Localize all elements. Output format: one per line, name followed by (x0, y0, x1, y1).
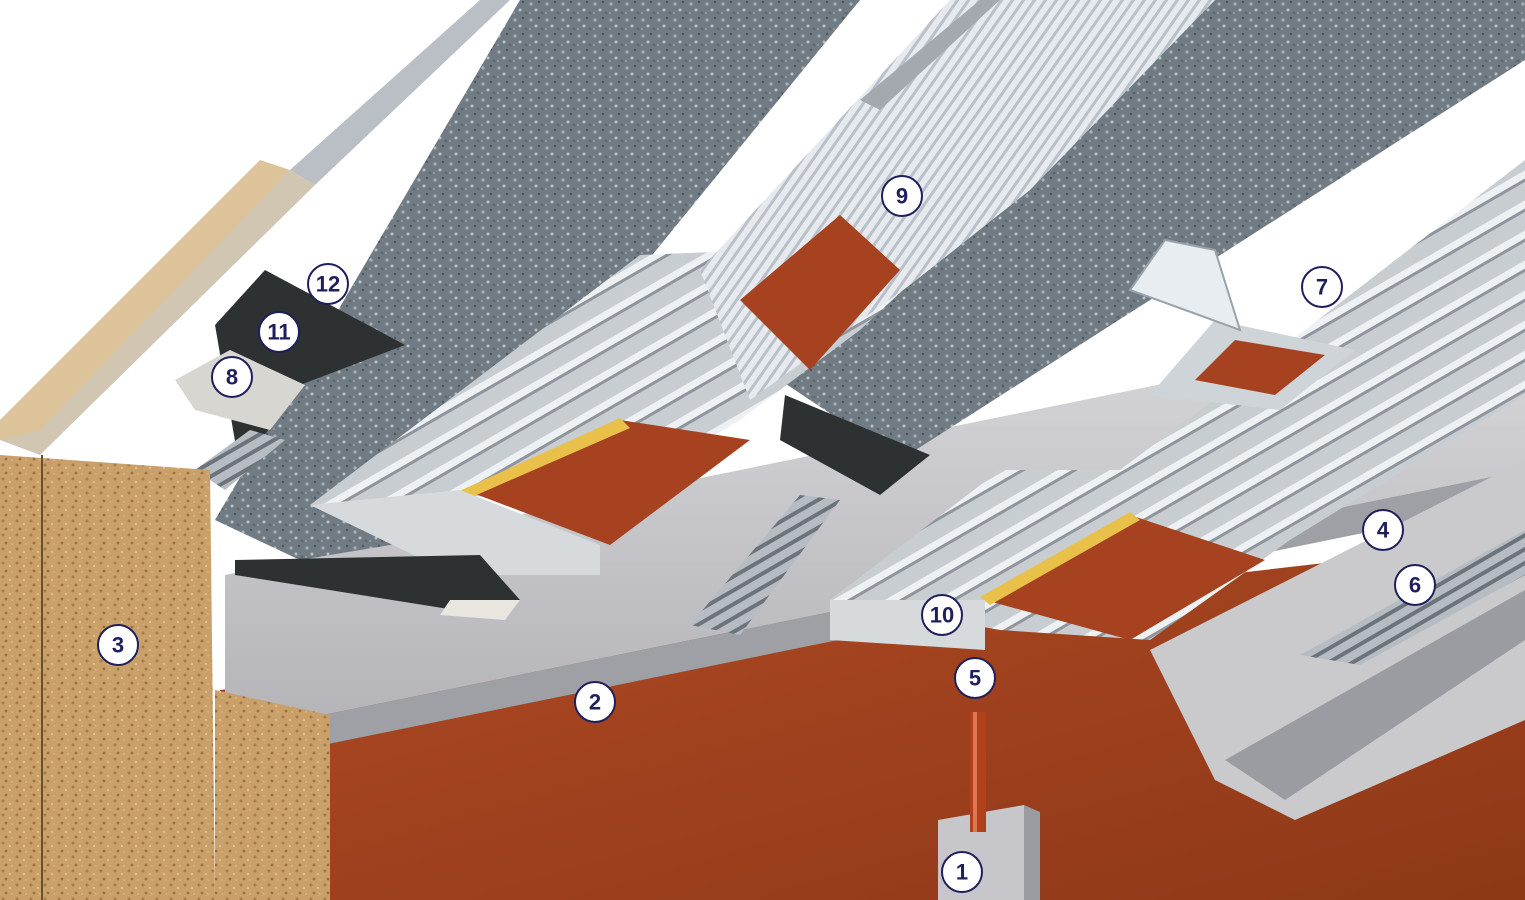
callout-2: 2 (574, 681, 616, 723)
drain-grille-left (195, 430, 285, 490)
callout-4-label: 4 (1377, 518, 1390, 543)
callout-2-label: 2 (589, 690, 601, 715)
opening-under-glazing (740, 215, 900, 370)
opening-right-bay (985, 515, 1265, 640)
callout-6: 6 (1394, 564, 1436, 606)
callout-5: 5 (954, 657, 996, 699)
chipboard-wall (0, 455, 215, 900)
callout-3: 3 (97, 624, 139, 666)
concrete-column-side (1024, 805, 1040, 900)
gutter-grille-middle (690, 495, 840, 635)
callout-12: 12 (307, 263, 349, 305)
drain-pipe (970, 712, 986, 832)
callout-1-label: 1 (956, 860, 968, 885)
skylight-dome (1128, 238, 1242, 332)
callout-9-label: 9 (896, 184, 908, 209)
callout-4: 4 (1362, 509, 1404, 551)
callout-12-label: 12 (316, 272, 340, 297)
callout-6-label: 6 (1409, 573, 1421, 598)
callout-3-label: 3 (112, 633, 124, 658)
gutter-membrane-middle (780, 395, 930, 495)
callout-10: 10 (921, 594, 963, 636)
callout-7-label: 7 (1316, 275, 1328, 300)
arched-metal-sheet-right (830, 160, 1525, 640)
callout-1: 1 (941, 851, 983, 893)
opening-left-bay (465, 420, 750, 545)
parapet-coping (290, 0, 510, 185)
drain-pipe-highlight (973, 712, 977, 832)
callout-8: 8 (211, 356, 253, 398)
edge-membrane (235, 555, 520, 610)
callout-11-label: 11 (267, 320, 290, 345)
skylight-opening (1195, 340, 1325, 395)
chipboard-wall-top (0, 160, 290, 440)
chipboard-wall-lower (215, 690, 330, 900)
callout-10-label: 10 (930, 603, 954, 628)
callout-9: 9 (881, 175, 923, 217)
rooflight-frame (860, 0, 1000, 110)
opening-right-bay-insulation (980, 512, 1140, 605)
callout-11: 11 (258, 311, 300, 353)
arch-end-cap-left (310, 490, 600, 575)
callout-5-label: 5 (969, 666, 981, 691)
gutter-channel (1225, 590, 1525, 800)
gravel-roof-left (215, 0, 860, 560)
callout-7: 7 (1301, 266, 1343, 308)
opening-left-bay-insulation (455, 418, 630, 500)
gravel-roof-middle (780, 0, 1525, 460)
callout-8-label: 8 (226, 365, 238, 390)
edge-insulation (440, 600, 520, 620)
